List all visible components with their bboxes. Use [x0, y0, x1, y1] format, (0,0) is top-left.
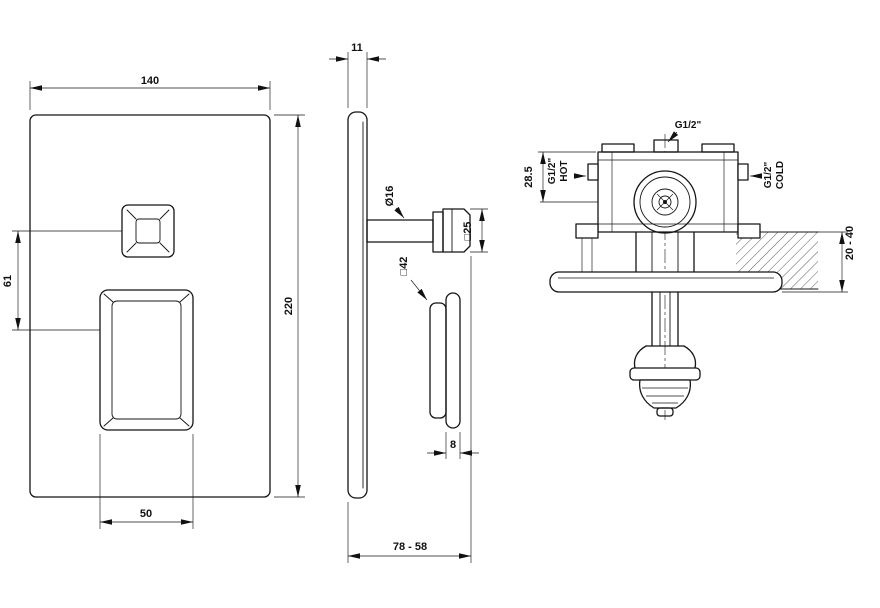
top-boss-right: [701, 143, 735, 153]
top-port-label: G1/2": [675, 120, 702, 131]
cold-port-label-line1: G1/2": [763, 162, 774, 189]
top-boss-left: [601, 143, 635, 153]
side-knob-stem: [366, 208, 471, 253]
cold-inlet-port: [737, 163, 749, 181]
depth-range-dim-label: 78 - 58: [393, 541, 427, 553]
cartridge-circle-outer: [633, 170, 697, 234]
lever-chamfer: [103, 417, 114, 427]
handle-flange: [629, 367, 701, 381]
body-center-depth-dim-label: 28.5: [523, 166, 535, 187]
side-view: 11 Ø16 □25 □42 8 78 - 58: [329, 42, 488, 563]
hot-port-label-line2: HOT: [559, 160, 570, 181]
mounting-ear-right: [737, 223, 761, 239]
section-plate: [549, 271, 783, 293]
section-dimensions: G1/2" G1/2" HOT G1/2" COLD 28.5 20 - 40: [523, 120, 856, 293]
front-knob-inner: [135, 218, 161, 244]
front-lever-width-dim-label: 50: [140, 508, 152, 520]
handle-bell-right: [683, 345, 697, 369]
front-knob: [121, 204, 175, 258]
front-plate-outline: [29, 114, 271, 498]
lever-chamfer: [103, 293, 114, 303]
knob-chamfer: [159, 209, 170, 220]
front-dimensions: 140 220 61 50: [2, 75, 305, 529]
knob-head: [442, 208, 471, 253]
cartridge-slot: [656, 193, 674, 211]
front-height-dim-label: 220: [283, 297, 295, 315]
handle-knurl-body: [638, 379, 692, 409]
knob-flange: [432, 211, 444, 253]
cartridge-circle-inner: [658, 195, 672, 209]
side-lever: [429, 292, 461, 429]
knob-chamfer: [126, 242, 137, 253]
section-handle: [629, 291, 701, 417]
stem-cylinder: [366, 219, 434, 243]
hot-port-label-line1: G1/2": [547, 158, 558, 185]
lever-pad: [429, 302, 447, 419]
leader-line: [410, 279, 428, 301]
front-lever-inner: [111, 300, 182, 420]
valve-body: [575, 139, 761, 273]
handle-tip: [656, 407, 674, 417]
side-plate-outline: [347, 111, 368, 499]
lever-thickness-dim-label: 8: [450, 439, 456, 451]
knob-chamfer: [126, 209, 137, 220]
section-view: G1/2" G1/2" HOT G1/2" COLD 28.5 20 - 40: [523, 120, 856, 420]
hot-inlet-port: [587, 163, 599, 181]
knob-square-dim-label: □25: [462, 222, 474, 241]
front-offset-dim-label: 61: [2, 275, 14, 287]
cartridge-circle: [651, 188, 679, 216]
cold-port-label-line2: COLD: [775, 161, 786, 189]
knob-chamfer: [159, 242, 170, 253]
wall-range-dim-label: 20 - 40: [844, 226, 856, 260]
lever-chamfer: [179, 293, 190, 303]
front-lever: [99, 289, 194, 431]
handle-bell-left: [633, 345, 647, 369]
front-lever-outer: [99, 289, 194, 431]
mounting-ear-left: [575, 223, 599, 239]
side-dimensions: 11 Ø16 □25 □42 8 78 - 58: [329, 42, 488, 563]
plate-thickness-dim-label: 11: [351, 42, 363, 54]
front-width-dim-label: 140: [141, 75, 159, 87]
cartridge-circle: [639, 176, 691, 228]
stem-diameter-label: Ø16: [384, 186, 396, 207]
front-view: 140 220 61 50: [2, 75, 305, 529]
top-port-fitting: [653, 139, 679, 153]
lever-square-label: □42: [398, 257, 410, 276]
leader-line: [394, 206, 405, 219]
body-outline: [597, 151, 739, 233]
plate-edge-outline: [549, 271, 783, 293]
lever-blade: [445, 292, 461, 429]
leader-line: [667, 131, 679, 143]
lever-chamfer: [179, 417, 190, 427]
